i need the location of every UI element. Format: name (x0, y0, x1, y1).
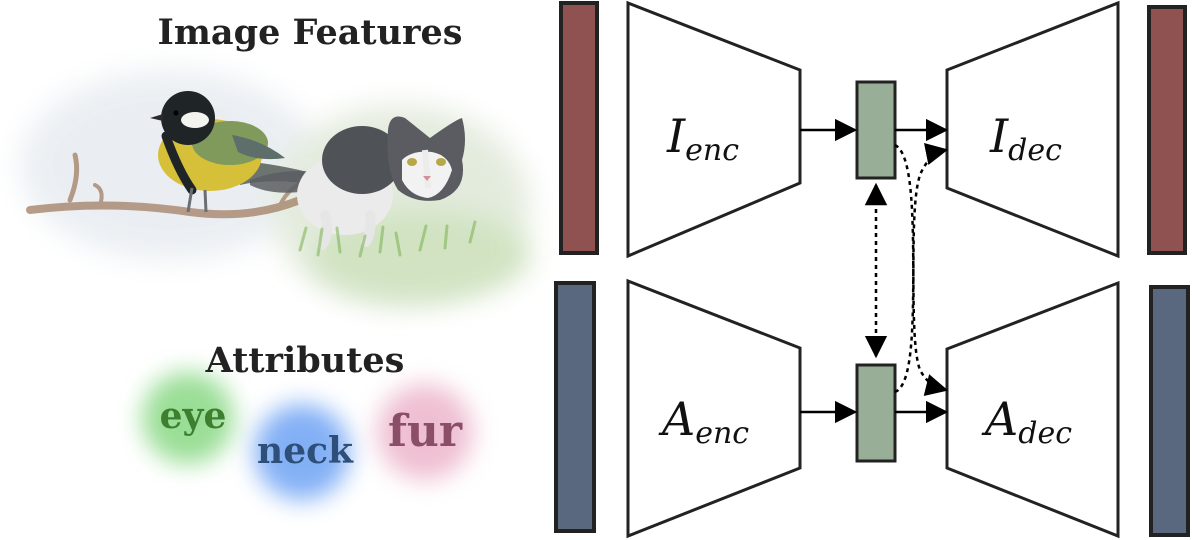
attribute-neck: neck (257, 430, 353, 472)
attribute-eye: eye (159, 395, 227, 437)
image-latent-code (855, 80, 897, 180)
attribute-fur: fur (387, 406, 463, 457)
arrow-image-latent-to-attr-dec (894, 143, 949, 397)
attribute-output-bar (1149, 285, 1190, 537)
cat-icon (250, 116, 465, 250)
attributes-title: Attributes (205, 340, 405, 381)
image-decoder (945, 0, 1120, 259)
image-output-bar (1147, 5, 1187, 255)
attribute-decoder-label: Adec (981, 392, 1072, 451)
attribute-input-bar (554, 281, 596, 533)
eye-glow (142, 372, 234, 464)
arrow-attr-latent-to-image-dec (894, 142, 949, 394)
image-input-bar (559, 1, 599, 255)
fur-glow (377, 384, 473, 480)
image-encoder-label: Ienc (666, 109, 739, 168)
attribute-latent-code (855, 363, 897, 463)
grass-icon (298, 220, 477, 258)
attribute-encoder-label: Aenc (658, 392, 749, 451)
attribute-decoder (945, 280, 1120, 539)
image-decoder-label: Idec (989, 109, 1062, 168)
attribute-encoder (626, 278, 802, 539)
image-features-title: Image Features (157, 12, 463, 53)
neck-glow (254, 404, 350, 500)
attribute-glows (142, 372, 473, 500)
image-encoder (626, 0, 802, 259)
